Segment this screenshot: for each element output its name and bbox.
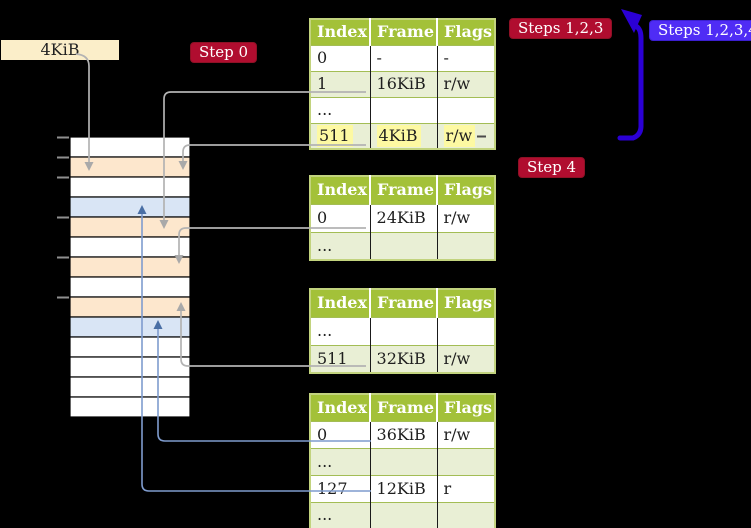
col-index: Index (310, 289, 372, 317)
big-steps-arrowhead (621, 9, 642, 33)
table-row: 0 24KiB r/w (310, 203, 496, 232)
step0-badge: Step 0 (190, 42, 258, 63)
memory-frame-page-table (69, 296, 191, 318)
memory-frame-page-table (69, 156, 191, 178)
col-frame: Frame (370, 176, 439, 204)
table-row: 127 12KiB r (310, 474, 496, 502)
memory-frame-free (69, 376, 191, 398)
memory-frame-free (69, 276, 191, 298)
gray-arrowheads (84, 161, 188, 311)
col-frame: Frame (370, 394, 439, 421)
table-header-row: Index Frame Flags (310, 176, 496, 204)
arrowhead-up (153, 320, 163, 329)
highlight: r/w (443, 124, 476, 147)
highlight: 511 (317, 124, 353, 147)
table-header-row: Index Frame Flags (310, 19, 496, 45)
table-row: ... (310, 501, 496, 528)
arrow-label-4kib (75, 53, 90, 162)
steps1234-badge: Steps 1,2,3,4 (649, 20, 751, 41)
arrowhead-down (159, 220, 169, 229)
page-table-4: Index Frame Flags 0 36KiB r/w ... 127 12… (309, 393, 497, 528)
frame-size-label: 4KiB (1, 40, 119, 60)
step4-badge: Step 4 (518, 157, 586, 178)
memory-frame-page-table (69, 256, 191, 278)
col-frame: Frame (370, 19, 439, 45)
memory-frame-page-table (69, 216, 191, 238)
col-flags: Flags (437, 289, 496, 317)
memory-frame-mapped-page (69, 316, 191, 338)
col-frame: Frame (370, 289, 439, 317)
col-index: Index (310, 19, 372, 45)
big-steps-arrow-shaft (617, 23, 644, 141)
arrowhead-up (176, 302, 186, 311)
arrowhead-down (174, 255, 184, 264)
arrowhead-up (137, 205, 147, 214)
table-row: 1 16KiB r/w (310, 70, 496, 97)
page-table-2: Index Frame Flags 0 24KiB r/w ... (309, 175, 497, 261)
highlight: 4KiB (376, 124, 421, 147)
memory-frame-free (69, 176, 191, 198)
table-row: ... (310, 316, 496, 345)
steps123-badge: Steps 1,2,3 (509, 18, 613, 39)
table-header-row: Index Frame Flags (310, 394, 496, 421)
arrowhead-down (178, 161, 188, 170)
memory-frame-free (69, 336, 191, 358)
table-row: ... (310, 447, 496, 475)
col-flags: Flags (437, 176, 496, 204)
page-table-1: Index Frame Flags 0 - - 1 16KiB r/w ... (309, 18, 497, 150)
table-row-highlighted: 511 4KiB r/w (310, 122, 496, 149)
table-row: ... (310, 231, 496, 260)
blue-arrowheads (137, 205, 163, 329)
memory-frame-free (69, 356, 191, 378)
memory-frame-mapped-page (69, 196, 191, 218)
col-index: Index (310, 394, 372, 421)
memory-frame-free (69, 396, 191, 418)
table-row: 511 32KiB r/w (310, 344, 496, 373)
table-row: 0 36KiB r/w (310, 420, 496, 448)
memory-frame-free (69, 136, 191, 158)
col-flags: Flags (437, 394, 496, 421)
memory-address-ticks (57, 136, 69, 299)
arrowhead-down (84, 162, 94, 171)
table-header-row: Index Frame Flags (310, 289, 496, 317)
memory-frame-free (69, 236, 191, 258)
big-steps-arrow (617, 9, 644, 141)
page-table-3: Index Frame Flags ... 511 32KiB r/w (309, 288, 497, 374)
col-index: Index (310, 176, 372, 204)
physical-memory-column (69, 136, 191, 418)
table-row: ... (310, 96, 496, 123)
col-flags: Flags (437, 19, 496, 45)
table-row: 0 - - (310, 44, 496, 71)
